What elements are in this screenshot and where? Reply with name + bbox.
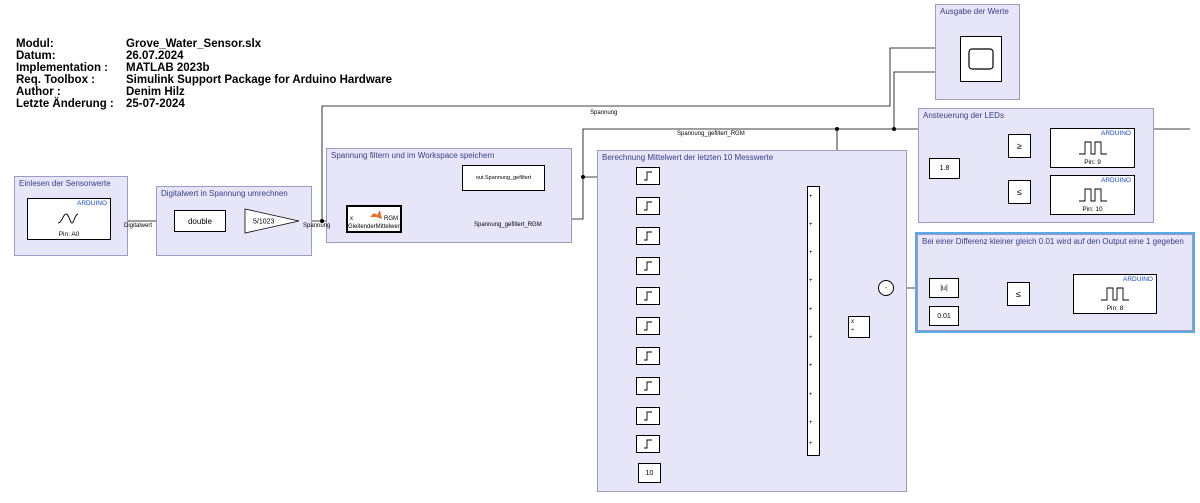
to-workspace-block[interactable]: out.Spannung_gefiltert xyxy=(462,165,545,191)
signal-label-gefiltert-lower: Spannung_gefiltert_RGM xyxy=(474,222,542,228)
unit-delay-block[interactable] xyxy=(636,227,660,245)
info-value: MATLAB 2023b xyxy=(126,62,210,74)
compare-abs-less-equal-block[interactable]: ≤ xyxy=(1007,282,1030,306)
constant-ten-block[interactable]: 10 xyxy=(638,463,661,483)
arduino-label: ARDUINO xyxy=(77,200,107,207)
signal-label-spannung: Spannung xyxy=(303,223,331,229)
sum-sign: + xyxy=(809,278,813,284)
constant-epsilon-block[interactable]: 0.01 xyxy=(929,306,959,326)
signal-label-spannung-top: Spannung xyxy=(590,110,618,116)
sum-sign: + xyxy=(809,420,813,426)
area-title: Digitalwert in Spannung umrechnen xyxy=(161,189,288,198)
delay-step-icon xyxy=(644,351,652,361)
unit-delay-block[interactable] xyxy=(636,377,660,395)
info-key: Letzte Änderung : xyxy=(16,98,114,110)
subtract-block[interactable]: - xyxy=(878,280,894,296)
delay-step-icon xyxy=(644,439,652,449)
matlab-logo-icon xyxy=(370,210,382,219)
digital-output-pin8-block[interactable]: ARDUINO Pin: 8 xyxy=(1073,274,1157,314)
pin-label: Pin: 10 xyxy=(1082,206,1103,213)
divide-divide-port: ÷ xyxy=(851,328,855,334)
gain-value: 5/1023 xyxy=(253,219,275,226)
area-title: Einlesen der Sensorwerte xyxy=(19,179,111,188)
arduino-label: ARDUINO xyxy=(1101,130,1131,137)
unit-delay-block[interactable] xyxy=(636,287,660,305)
scope-block[interactable] xyxy=(960,36,1002,82)
pulse-wave-icon xyxy=(1078,188,1107,202)
sine-wave-icon xyxy=(57,213,79,224)
area-title: Berechnung Mittelwert der letzten 10 Mes… xyxy=(602,153,774,162)
sum-sign: + xyxy=(809,194,813,200)
info-value: Denim Hilz xyxy=(126,86,185,98)
pulse-wave-icon xyxy=(1078,141,1107,155)
sum-sign: + xyxy=(809,250,813,256)
info-value: Simulink Support Package for Arduino Har… xyxy=(126,74,393,86)
matlab-function-block[interactable]: x RGM GleitenderMittelwert xyxy=(346,205,402,233)
constant-threshold-block[interactable]: 1.8 xyxy=(929,158,960,179)
compare-greater-equal-block[interactable]: ≥ xyxy=(1008,134,1031,158)
scope-screen-icon xyxy=(968,48,994,70)
signal-label-digitalwert: Digitalwert xyxy=(124,223,153,229)
delay-step-icon xyxy=(644,201,652,211)
divide-block[interactable]: x ÷ xyxy=(848,316,870,338)
model-info: Modul: Grove_Water_Sensor.slx Datum: 26.07… xyxy=(16,38,392,110)
gain-block[interactable]: 5/1023 xyxy=(244,208,300,234)
digital-output-pin10-block[interactable]: ARDUINO Pin: 10 xyxy=(1050,175,1135,215)
info-value: 26.07.2024 xyxy=(126,50,184,62)
delay-step-icon xyxy=(644,321,652,331)
unit-delay-block[interactable] xyxy=(636,317,660,335)
arduino-analog-input-block[interactable]: ARDUINO Pin: A0 xyxy=(27,198,111,240)
subtract-sign: - xyxy=(884,284,888,292)
info-key: Implementation : xyxy=(16,62,109,74)
mfn-output-port: RGM xyxy=(384,216,398,222)
area-title: Spannung filtern und im Workspace speich… xyxy=(331,151,495,160)
unit-delay-block[interactable] xyxy=(636,435,660,453)
signal-label-gefiltert-upper: Spannung_gefiltert_RGM xyxy=(677,131,745,137)
divide-multiply-port: x xyxy=(851,319,854,325)
info-value: Grove_Water_Sensor.slx xyxy=(126,38,262,50)
delay-step-icon xyxy=(644,171,652,181)
data-type-conversion-block[interactable]: double xyxy=(174,210,226,232)
area-title: Ansteuerung der LEDs xyxy=(923,111,1004,120)
sum-sign: + xyxy=(809,222,813,228)
info-value: 25-07-2024 xyxy=(126,98,185,110)
delay-step-icon xyxy=(644,231,652,241)
area-title: Bei einer Differenz kleiner gleich 0.01 … xyxy=(922,237,1184,246)
mfn-input-port: x xyxy=(350,216,353,222)
unit-delay-block[interactable] xyxy=(636,257,660,275)
info-key: Req. Toolbox : xyxy=(16,74,96,86)
pin-label: Pin: 8 xyxy=(1106,305,1124,312)
pin-label: Pin: A0 xyxy=(58,231,80,238)
abs-block[interactable]: |u| xyxy=(929,278,959,298)
pulse-wave-icon xyxy=(1101,287,1129,301)
area-title: Ausgabe der Werte xyxy=(940,7,1009,16)
digital-output-pin9-block[interactable]: ARDUINO Pin: 9 xyxy=(1050,128,1135,168)
delay-step-icon xyxy=(644,381,652,391)
sum-sign: + xyxy=(809,392,813,398)
unit-delay-block[interactable] xyxy=(636,167,660,185)
unit-delay-block[interactable] xyxy=(636,407,660,425)
sum-sign: + xyxy=(809,363,813,369)
arduino-label: ARDUINO xyxy=(1101,177,1131,184)
mfn-name: GleitenderMittelwert xyxy=(348,224,402,230)
arduino-label: ARDUINO xyxy=(1123,276,1153,283)
sum-block[interactable] xyxy=(807,186,820,456)
info-key: Datum: xyxy=(16,50,56,62)
delay-step-icon xyxy=(644,411,652,421)
sum-sign: + xyxy=(809,307,813,313)
compare-less-equal-block[interactable]: ≤ xyxy=(1008,180,1031,204)
unit-delay-block[interactable] xyxy=(636,197,660,215)
wire-spannung-to-scope[interactable] xyxy=(321,46,961,221)
sum-sign: + xyxy=(809,335,813,341)
delay-step-icon xyxy=(644,291,652,301)
info-key: Modul: xyxy=(16,38,54,50)
delay-step-icon xyxy=(644,261,652,271)
unit-delay-block[interactable] xyxy=(636,347,660,365)
sum-sign: + xyxy=(809,441,813,447)
info-key: Author : xyxy=(16,86,61,98)
pin-label: Pin: 9 xyxy=(1084,159,1101,166)
